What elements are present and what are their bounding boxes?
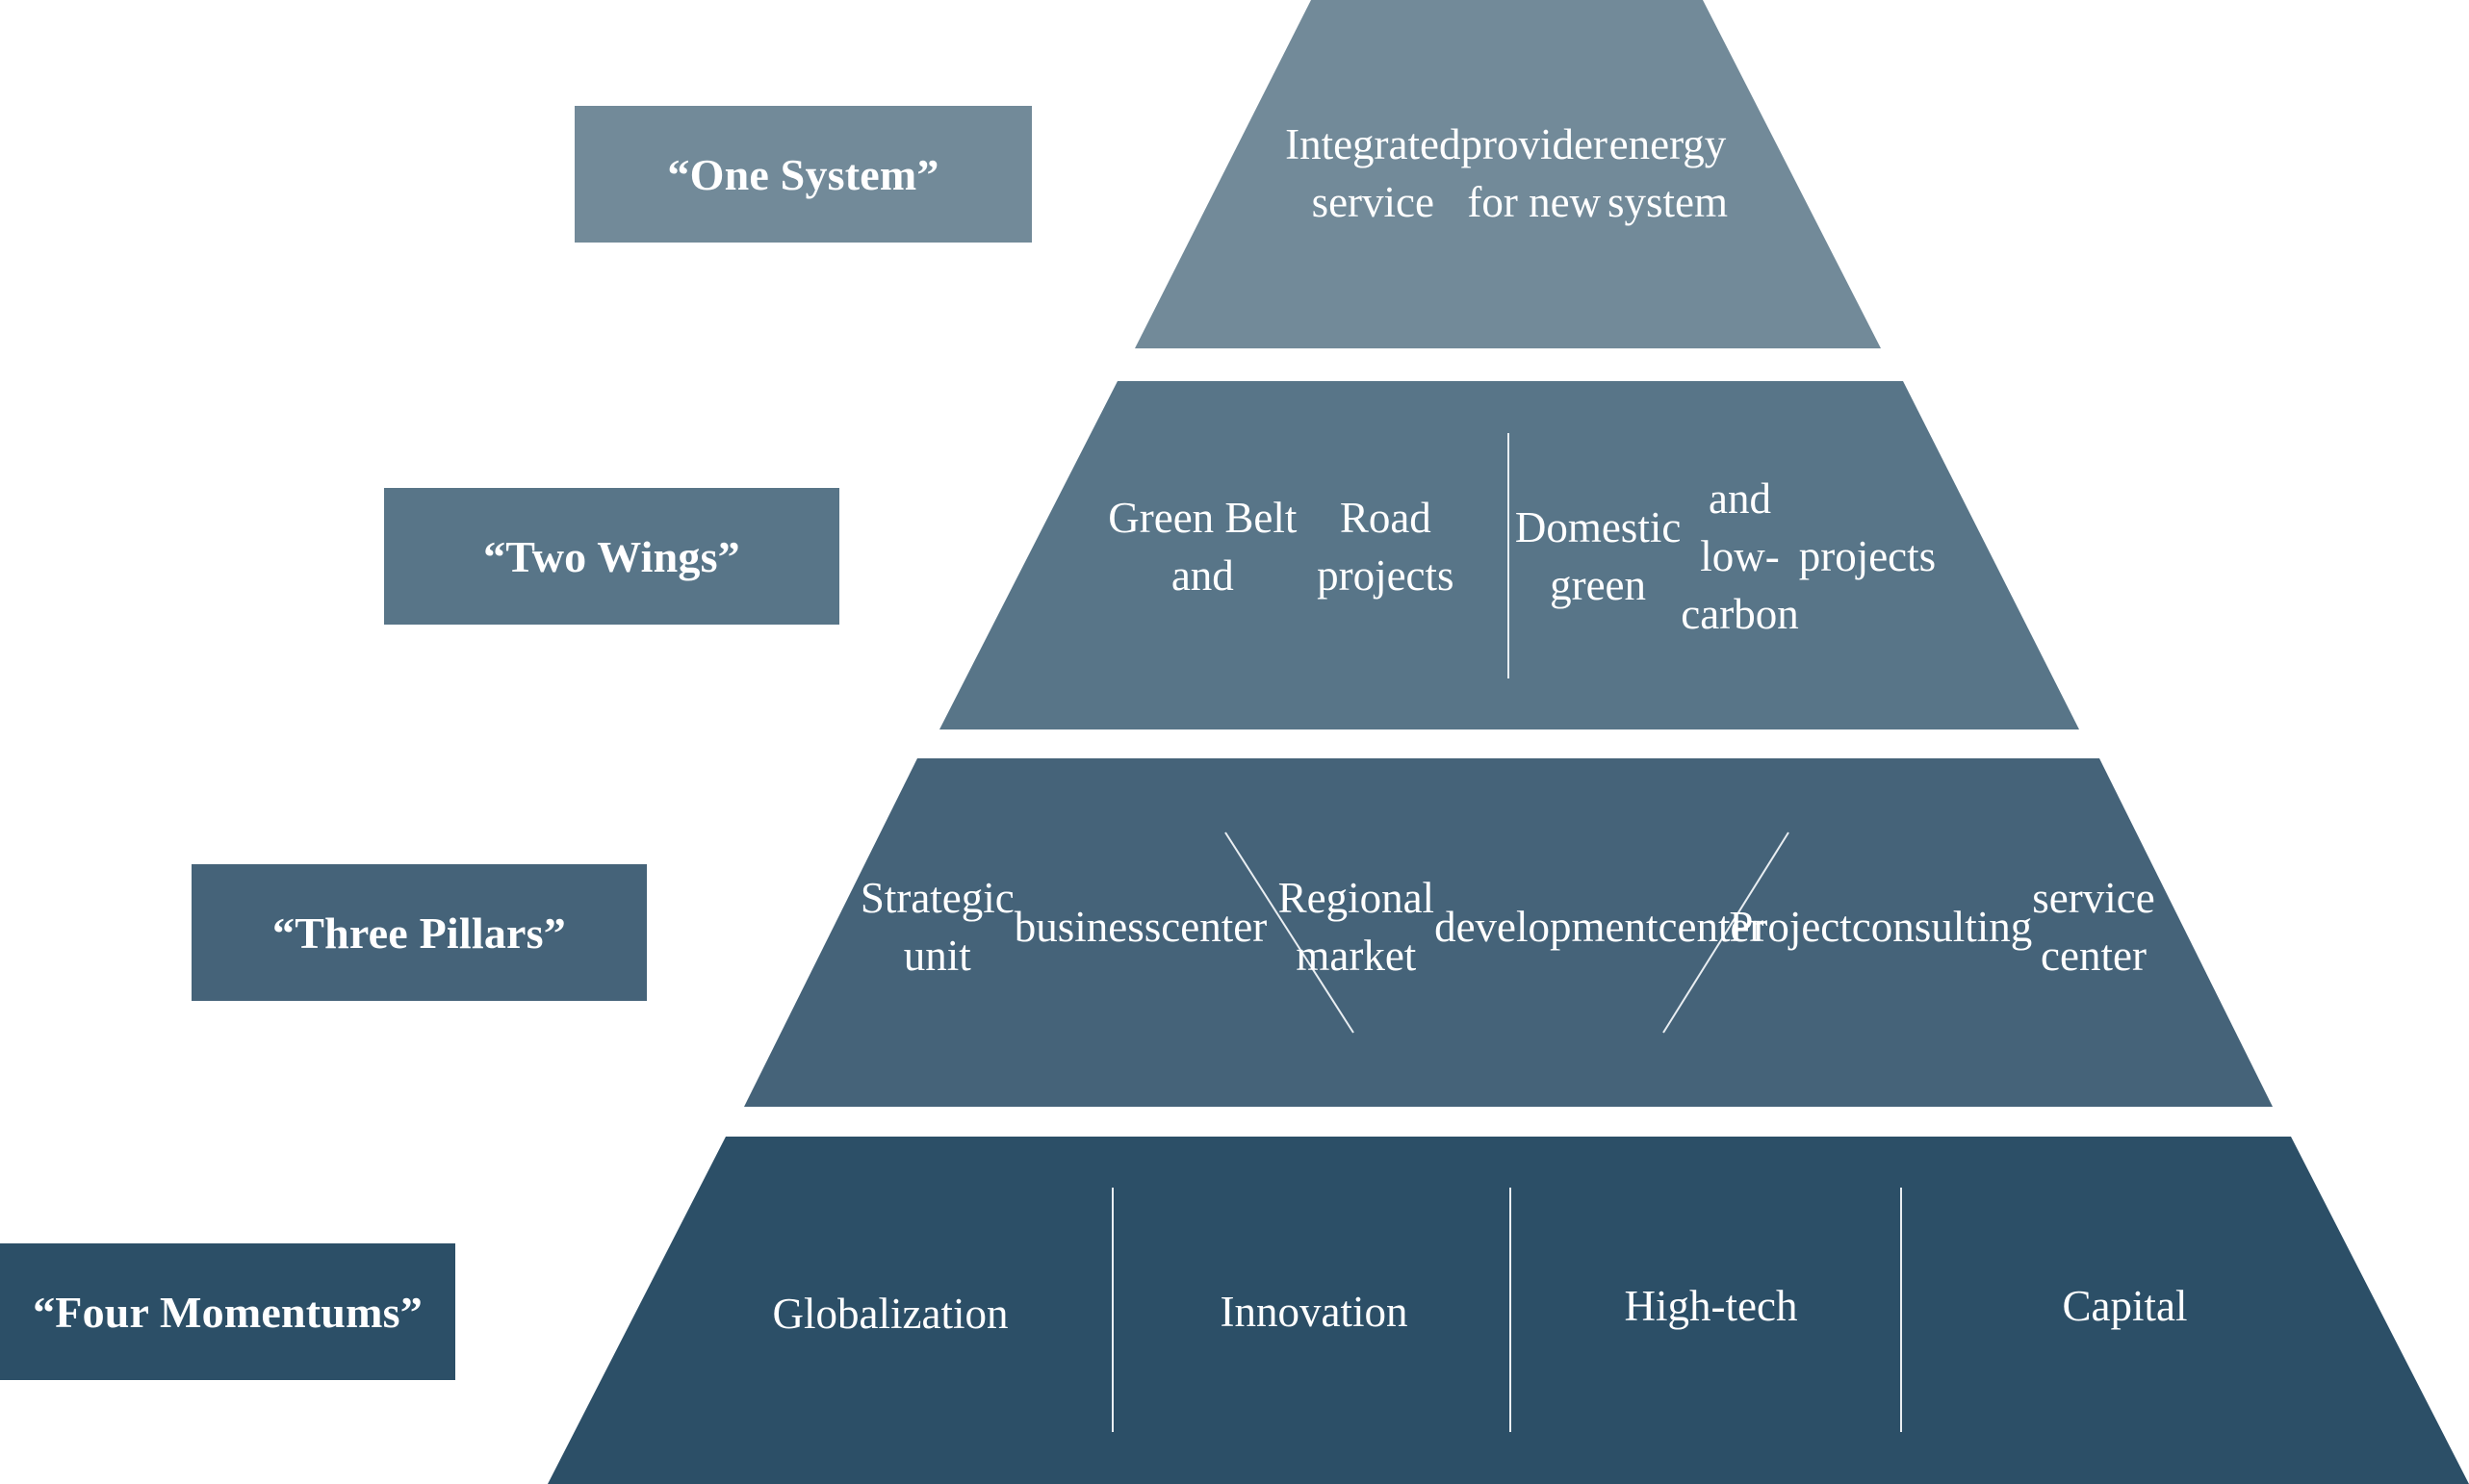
level-3-segment-2: Regional market development center (1278, 840, 1764, 1013)
level-4-trapezoid (548, 1137, 2469, 1484)
segment-line: energy system (1607, 120, 1728, 226)
segment-line: Globalization (772, 1290, 1009, 1338)
segment-line: Project (1729, 903, 1852, 951)
level-3-label: “Three Pillars” (192, 864, 647, 1001)
level-4-segment-3: High-tech (1540, 1272, 1882, 1340)
segment-line: and low-carbon (1681, 474, 1799, 638)
segment-line: Innovation (1220, 1288, 1408, 1336)
segment-line: service center (2032, 874, 2155, 980)
level-4-segment-4: Capital (1925, 1272, 2325, 1340)
level-4-segment-2: Innovation (1150, 1278, 1478, 1345)
segment-line: Integrated service (1285, 120, 1461, 226)
segment-line: Domestic green (1514, 503, 1682, 609)
segment-line: center (1658, 903, 1764, 951)
segment-line: consulting (1851, 903, 2033, 951)
level-2-label: “Two Wings” (384, 488, 839, 625)
segment-line: Strategic unit (860, 874, 1015, 980)
level-4-segment-1: Globalization (732, 1280, 1049, 1347)
level-2-segment-2: Domestic green and low-carbon projects (1515, 470, 1936, 643)
segment-line: development (1434, 903, 1659, 951)
segment-line: Road projects (1317, 494, 1454, 600)
level-1-trapezoid (1135, 0, 1881, 348)
level-3-segment-1: Strategic unit business center (861, 840, 1267, 1013)
segment-line: Green Belt and (1108, 494, 1298, 600)
segment-line: Regional market (1277, 874, 1435, 980)
level-3-divider-2 (1662, 832, 1789, 1034)
level-4-label: “Four Momentums” (0, 1243, 455, 1380)
level-1-label: “One System” (575, 106, 1032, 243)
segment-line: Capital (2062, 1282, 2188, 1330)
level-2-segment-1: Green Belt and Road projects (1107, 460, 1473, 633)
segment-line: High-tech (1624, 1282, 1798, 1330)
level-1-segment-1: Integrated service provider for new ener… (1285, 87, 1728, 260)
level-3-trapezoid (744, 758, 2273, 1107)
segment-line: center (1161, 903, 1268, 951)
segment-line: business (1014, 903, 1162, 951)
segment-line: provider for new (1460, 120, 1607, 226)
level-3-divider-1 (1224, 832, 1354, 1034)
level-3-segment-3: Project consulting service center (1729, 840, 2154, 1013)
segment-line: projects (1798, 532, 1937, 580)
